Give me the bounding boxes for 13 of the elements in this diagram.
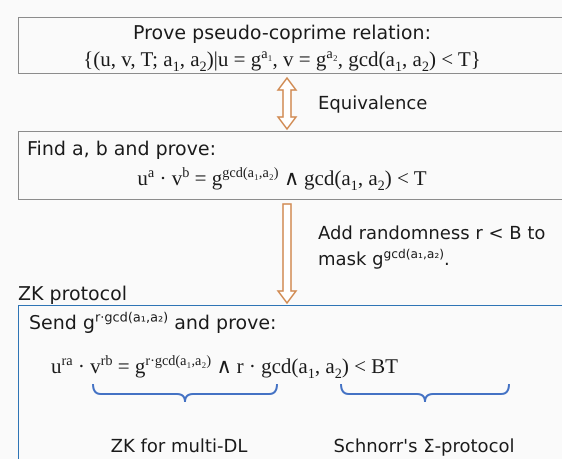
brace-label: ZK for multi-DL	[110, 436, 248, 457]
step-text: Send g$^{r·gcd(a₁,a₂)}$ and prove:	[29, 312, 278, 334]
relation-formula: {(u, v, T; a$_{1}$, a$_{2}$)|u = g$^{a₁}$, v = g$^{a₂}$, gcd(a$_{1}$, a$_{2}$) < T}	[82, 47, 482, 72]
brace-label: Schnorr's Σ-protocol	[334, 436, 514, 457]
block-arrow	[276, 203, 298, 304]
title-text: Prove pseudo-coprime relation:	[132, 22, 432, 44]
step-text: Find a, b and prove:	[27, 138, 217, 160]
process-box	[18, 131, 562, 200]
equation-formula: u$^{ra}$ · v$^{rb}$ = g$^{r·gcd(a₁,a₂)}$ ∧ r · gcd(a$_{1}$, a$_{2}$) < BT	[51, 354, 398, 379]
section-heading: ZK protocol	[18, 283, 128, 305]
equation-formula: u$^{a}$ · v$^{b}$ = g$^{gcd(a₁,a₂)}$ ∧ gcd(a$_{1}$, a$_{2}$) < T	[136, 166, 428, 191]
process-box	[18, 17, 562, 74]
block-arrow	[276, 76, 298, 130]
